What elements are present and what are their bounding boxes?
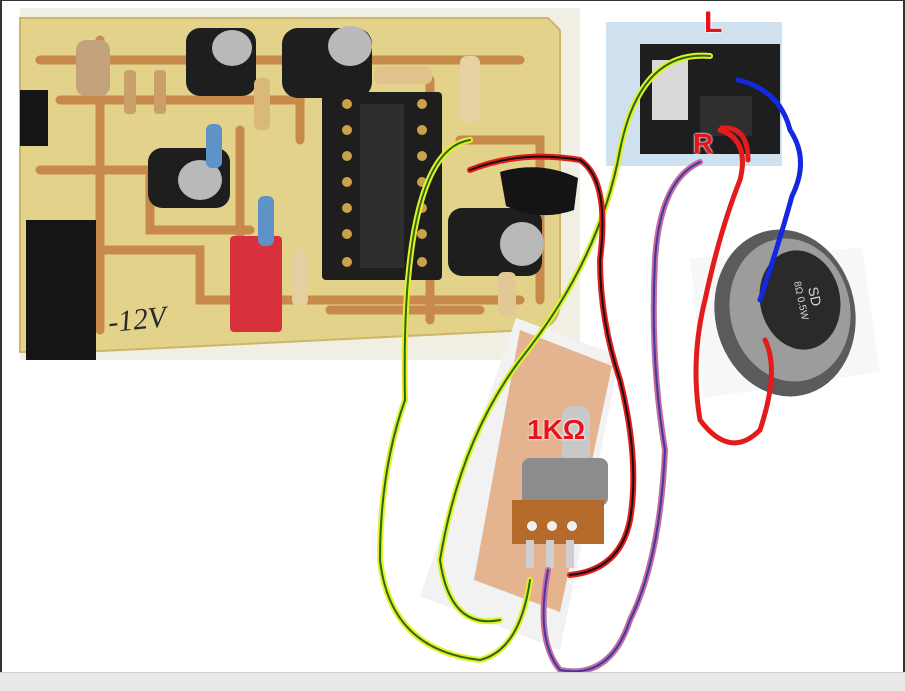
capacitor-top-left (186, 28, 256, 96)
audio-jack-photo (606, 22, 782, 166)
resistors (124, 56, 516, 316)
pcb-voltage-label: -12V (106, 300, 171, 339)
capacitor-middle (148, 148, 230, 208)
capacitor-top-right (282, 26, 372, 98)
potentiometer-value-label: 1KΩ (527, 414, 586, 445)
pcb-photo: -12V (19, 8, 580, 360)
bottom-status-bar (0, 672, 905, 691)
crystal (76, 40, 110, 96)
wire-red-speaker (693, 127, 774, 446)
potentiometer-photo (420, 318, 620, 650)
transistor (500, 167, 578, 216)
left-channel-label: L (704, 6, 723, 39)
speaker-brand: SD (805, 285, 825, 307)
capacitor-bottom-right (448, 208, 544, 276)
wire-red-jack (719, 125, 751, 163)
left-edge-part (20, 90, 48, 146)
speaker-photo: SD 8Ω 0.5W (690, 229, 880, 398)
box-capacitor (230, 236, 282, 332)
wire-red-black (467, 153, 637, 578)
voltage-regulator (26, 220, 96, 360)
wire-pink-purple (540, 159, 703, 675)
wire-blue (735, 77, 803, 303)
right-channel-label: R (693, 128, 714, 159)
wire-yellow-green (376, 52, 713, 664)
